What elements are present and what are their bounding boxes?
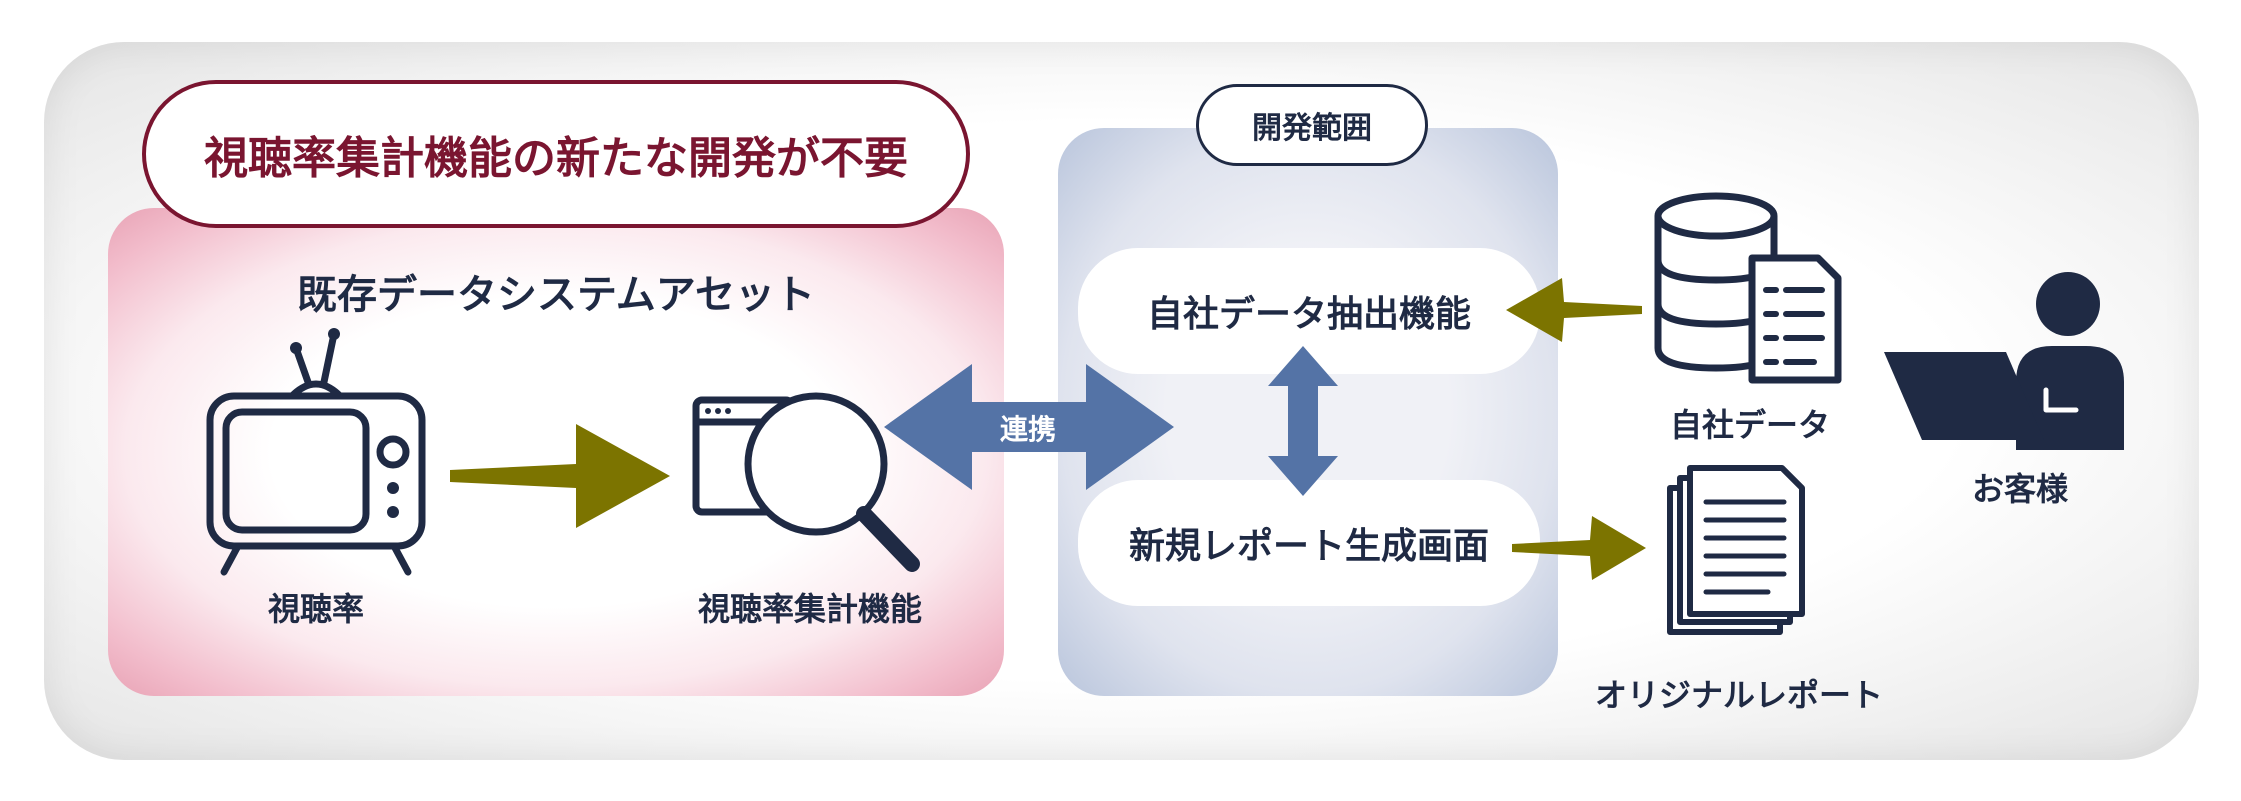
search-icon bbox=[692, 392, 920, 572]
extract-function-box: 自社データ抽出機能 bbox=[1078, 248, 1540, 374]
tv-label: 視聴率 bbox=[267, 590, 364, 628]
report-document-icon bbox=[1667, 465, 1805, 635]
arrow-tv-to-aggregation bbox=[450, 424, 670, 528]
original-report-label: オリジナルレポート bbox=[1594, 676, 1883, 714]
customer-label: お客様 bbox=[1971, 470, 2068, 508]
arrow-data-to-extract bbox=[1506, 278, 1642, 342]
company-data-label: 自社データ bbox=[1669, 406, 1830, 444]
aggregation-label: 視聴率集計機能 bbox=[697, 590, 922, 628]
headline-banner: 視聴率集計機能の新たな開発が不要 bbox=[142, 80, 970, 228]
television-icon bbox=[206, 328, 426, 576]
arrow-report-to-original bbox=[1512, 516, 1646, 580]
link-double-arrow bbox=[884, 364, 1174, 490]
vertical-double-arrow bbox=[1268, 346, 1338, 496]
link-label: 連携 bbox=[999, 413, 1056, 446]
assets-panel-title: 既存データシステムアセット bbox=[297, 272, 815, 318]
database-icon bbox=[1654, 192, 1842, 384]
report-screen-box: 新規レポート生成画面 bbox=[1078, 480, 1540, 606]
development-scope-label: 開発範囲 bbox=[1196, 84, 1428, 166]
customer-laptop-icon bbox=[1884, 272, 2124, 450]
document-icon bbox=[1748, 254, 1842, 384]
